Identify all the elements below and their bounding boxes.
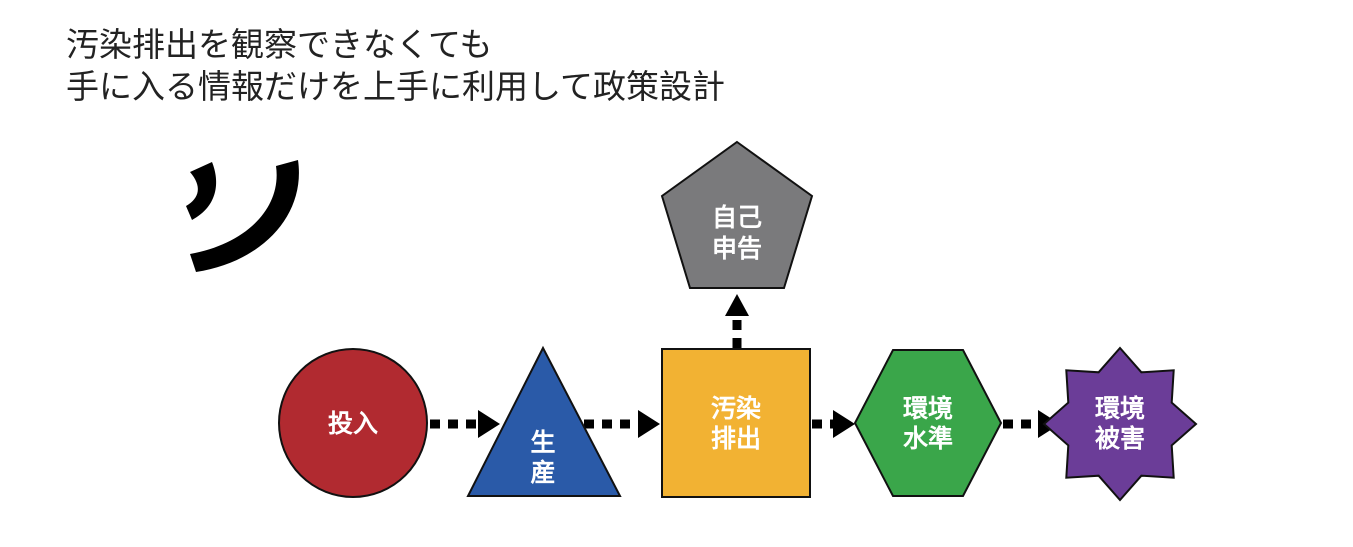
headline: 汚染排出を観察できなくても 手に入る情報だけを上手に利用して政策設計 [66, 24, 725, 108]
node-env-level: 環境 水準 [853, 349, 1003, 497]
node-env-level-label-2: 水準 [903, 424, 953, 453]
node-production: 生 産 [466, 345, 622, 497]
node-self-report-label-1: 自己 [712, 203, 762, 232]
node-input: 投入 [278, 348, 428, 498]
node-self-report: 自己 申告 [660, 140, 814, 289]
node-production-label-2: 産 [530, 458, 555, 487]
node-production-label-1: 生 [530, 428, 555, 457]
node-env-damage-label-2: 被害 [1095, 424, 1145, 453]
sound-wave-icon [186, 160, 299, 272]
node-env-damage: 環境 被害 [1042, 346, 1198, 502]
node-emission: 汚染 排出 [661, 348, 811, 498]
headline-line-1: 汚染排出を観察できなくても [66, 25, 493, 64]
node-input-label-1: 投入 [328, 409, 378, 438]
headline-line-2: 手に入る情報だけを上手に利用して政策設計 [66, 67, 726, 106]
node-self-report-label-2: 申告 [712, 234, 762, 263]
edge-input-production [430, 410, 500, 438]
node-emission-label-2: 排出 [711, 424, 761, 453]
edge-production-emission [584, 410, 660, 438]
node-env-damage-label-1: 環境 [1095, 394, 1145, 423]
edge-emission-env-level [812, 410, 855, 438]
edge-emission-self-report [725, 294, 749, 348]
node-env-level-label-1: 環境 [903, 394, 953, 423]
node-emission-label-1: 汚染 [711, 394, 761, 423]
